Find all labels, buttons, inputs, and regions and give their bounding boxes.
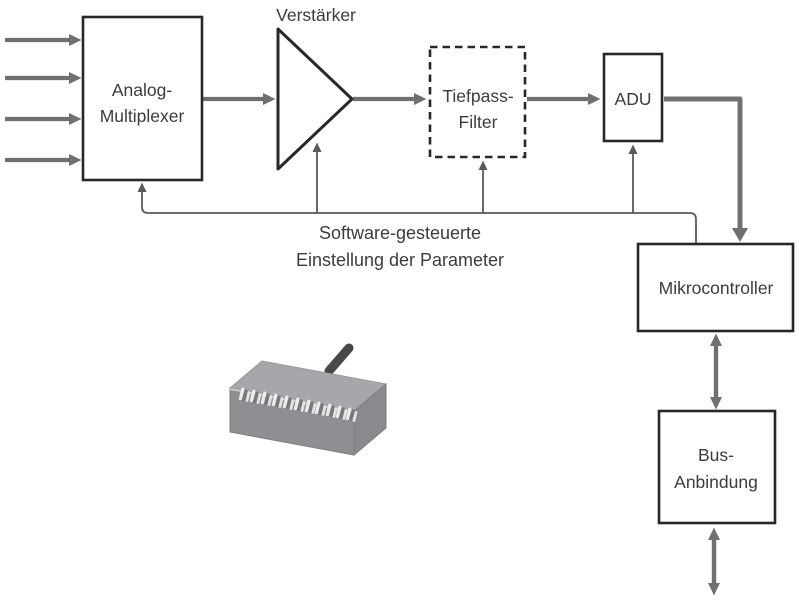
bus-anbindung-label-line2: Anbindung [674, 472, 758, 492]
software-control-lines [137, 142, 697, 244]
feedback-line-to-multiplexer [137, 182, 697, 244]
amplifier-label: Verstärker [276, 5, 356, 25]
tiefpass-filter-box [428, 45, 527, 159]
software-annotation-line1: Software-gesteuerte [319, 223, 481, 243]
amplifier-triangle [276, 27, 354, 171]
tiefpass-filter-label-line2: Filter [459, 112, 498, 132]
mikrocontroller-label: Mikrocontroller [659, 278, 774, 298]
bus-anbindung-box [657, 409, 777, 525]
adu-label: ADU [615, 89, 652, 109]
software-annotation-line2: Einstellung der Parameter [296, 250, 504, 270]
mikrocontroller-box [636, 242, 795, 333]
tiefpass-filter-label-line1: Tiefpass- [442, 86, 513, 106]
adu-box [602, 52, 664, 143]
analog-multiplexer-label-line1: Analog- [112, 80, 172, 100]
bus-anbindung-label-line1: Bus- [698, 445, 734, 465]
analog-input-arrows [5, 34, 82, 166]
analog-multiplexer-box [81, 15, 204, 182]
adu-to-microcontroller-arrow [664, 96, 748, 242]
module-cable [324, 343, 354, 376]
daq-module-illustration [228, 343, 388, 457]
analog-multiplexer-label-line2: Multiplexer [100, 106, 185, 126]
